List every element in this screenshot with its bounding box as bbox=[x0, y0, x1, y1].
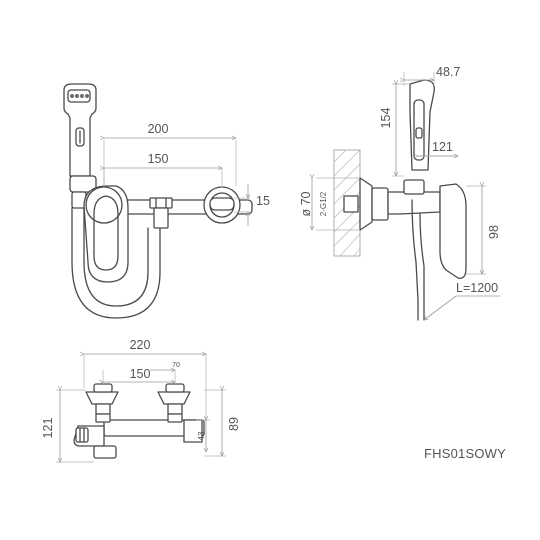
dim-side-hose: L=1200 bbox=[456, 281, 498, 295]
dim-front-150: 150 bbox=[148, 152, 169, 166]
wall-section bbox=[333, 149, 361, 257]
bottom-dimensions: 220 150 70 121 89 43 bbox=[41, 338, 241, 462]
dim-side-98: 98 bbox=[487, 225, 501, 239]
mixer-body-side bbox=[359, 177, 467, 321]
mixer-body-bottom bbox=[73, 383, 205, 459]
dim-front-15: 15 bbox=[256, 194, 270, 208]
mixer-body-front bbox=[83, 185, 253, 283]
dim-side-dia-70: ø 70 bbox=[299, 191, 313, 216]
dim-front-200: 200 bbox=[148, 122, 169, 136]
shower-hose bbox=[71, 207, 161, 319]
dim-bottom-70: 70 bbox=[172, 362, 180, 369]
front-view: 200 150 15 bbox=[63, 83, 270, 319]
model-code: FHS01SOWY bbox=[424, 446, 506, 461]
hand-shower-side bbox=[409, 79, 435, 171]
dim-bottom-121: 121 bbox=[41, 418, 55, 439]
front-dimensions: 200 150 15 bbox=[104, 122, 270, 226]
bottom-view: 220 150 70 121 89 43 bbox=[41, 338, 241, 462]
dim-bottom-150: 150 bbox=[130, 367, 151, 381]
dim-bottom-43: 43 bbox=[197, 431, 206, 440]
dim-side-thread: 2-G1/2 bbox=[319, 191, 328, 216]
dim-bottom-220: 220 bbox=[130, 338, 151, 352]
side-view: 48.7 154 121 ø 70 2-G1/2 98 L=1200 bbox=[299, 65, 501, 321]
dim-bottom-89: 89 bbox=[227, 417, 241, 431]
hand-shower bbox=[63, 83, 97, 209]
dim-side-48-7: 48.7 bbox=[436, 65, 460, 79]
dim-side-154: 154 bbox=[379, 108, 393, 129]
side-dimensions: 48.7 154 121 ø 70 2-G1/2 98 L=1200 bbox=[299, 65, 501, 320]
dim-side-121: 121 bbox=[432, 140, 453, 154]
